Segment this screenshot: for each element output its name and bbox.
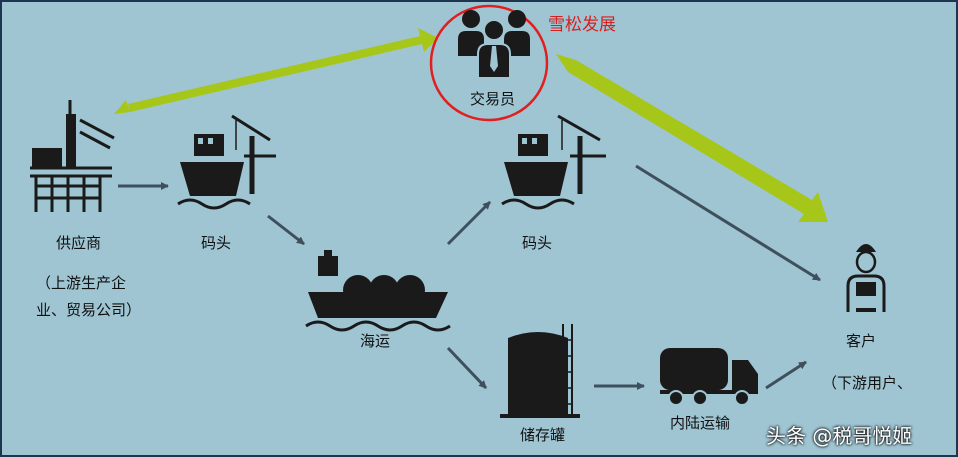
watermark: 头条 @税哥悦姬 (766, 424, 913, 448)
flow-arrow-inland-customer (765, 360, 807, 390)
brand-label: 雪松发展 (548, 15, 616, 35)
dock-label-2: 码头 (522, 234, 553, 252)
trade-arrow-trader-customer (556, 54, 828, 222)
worker-icon (846, 244, 886, 312)
storage-label: 储存罐 (520, 426, 566, 444)
trade-arrow-supplier-trader (114, 28, 438, 114)
trader-label: 交易员 (470, 90, 516, 108)
dock-crane-icon (177, 114, 276, 210)
supplier-subtitle: （上游生产企业、贸易公司） (36, 274, 142, 319)
customer-label: 客户 (846, 332, 877, 350)
lng-tanker-icon (305, 250, 451, 332)
flow-arrow-shipping-dock (446, 200, 492, 246)
customer-subtitle: （下游用户、 (822, 374, 913, 392)
storage-tank-icon (500, 324, 580, 418)
inland-transport-label: 内陆运输 (670, 414, 731, 432)
trader-highlight-circle (429, 4, 549, 122)
flow-arrow-dock-customer (635, 164, 821, 282)
tanker-truck-icon (660, 348, 758, 406)
oil-platform-icon (30, 100, 115, 212)
supplier-label: 供应商 (56, 234, 102, 252)
flow-arrows (118, 164, 821, 390)
dock-label-1: 码头 (201, 234, 232, 252)
flow-arrow-shipping-storage (446, 346, 488, 390)
shipping-label: 海运 (360, 332, 391, 350)
dock-crane-icon (501, 114, 606, 210)
people-group-icon (458, 10, 530, 79)
flow-arrow-dock-shipping (267, 214, 305, 246)
